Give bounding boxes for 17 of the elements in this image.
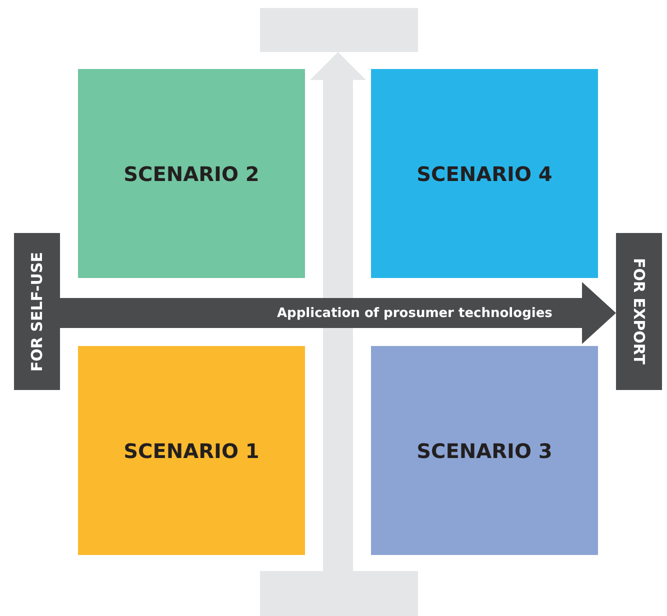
- scenario-label: SCENARIO 3: [416, 438, 552, 462]
- axis-label-box: [616, 233, 662, 390]
- axis-label: FOR SELF-USE: [28, 252, 46, 372]
- arrow: [60, 282, 616, 344]
- scenario-box: [78, 346, 305, 555]
- axis-label-box: [14, 233, 60, 390]
- axis-label: FOR EXPORT: [630, 258, 648, 365]
- scenario-box: [78, 69, 305, 278]
- arrow: [310, 52, 366, 571]
- blank-box: [260, 571, 418, 616]
- blank-box: [260, 8, 418, 52]
- scenario-label: SCENARIO 1: [124, 438, 260, 462]
- scenario-label: SCENARIO 2: [124, 162, 260, 186]
- scenario-box: [371, 346, 598, 555]
- edge-label: Application of prosumer technologies: [277, 306, 552, 320]
- scenario-label: SCENARIO 4: [416, 162, 552, 186]
- scenario-box: [371, 69, 598, 278]
